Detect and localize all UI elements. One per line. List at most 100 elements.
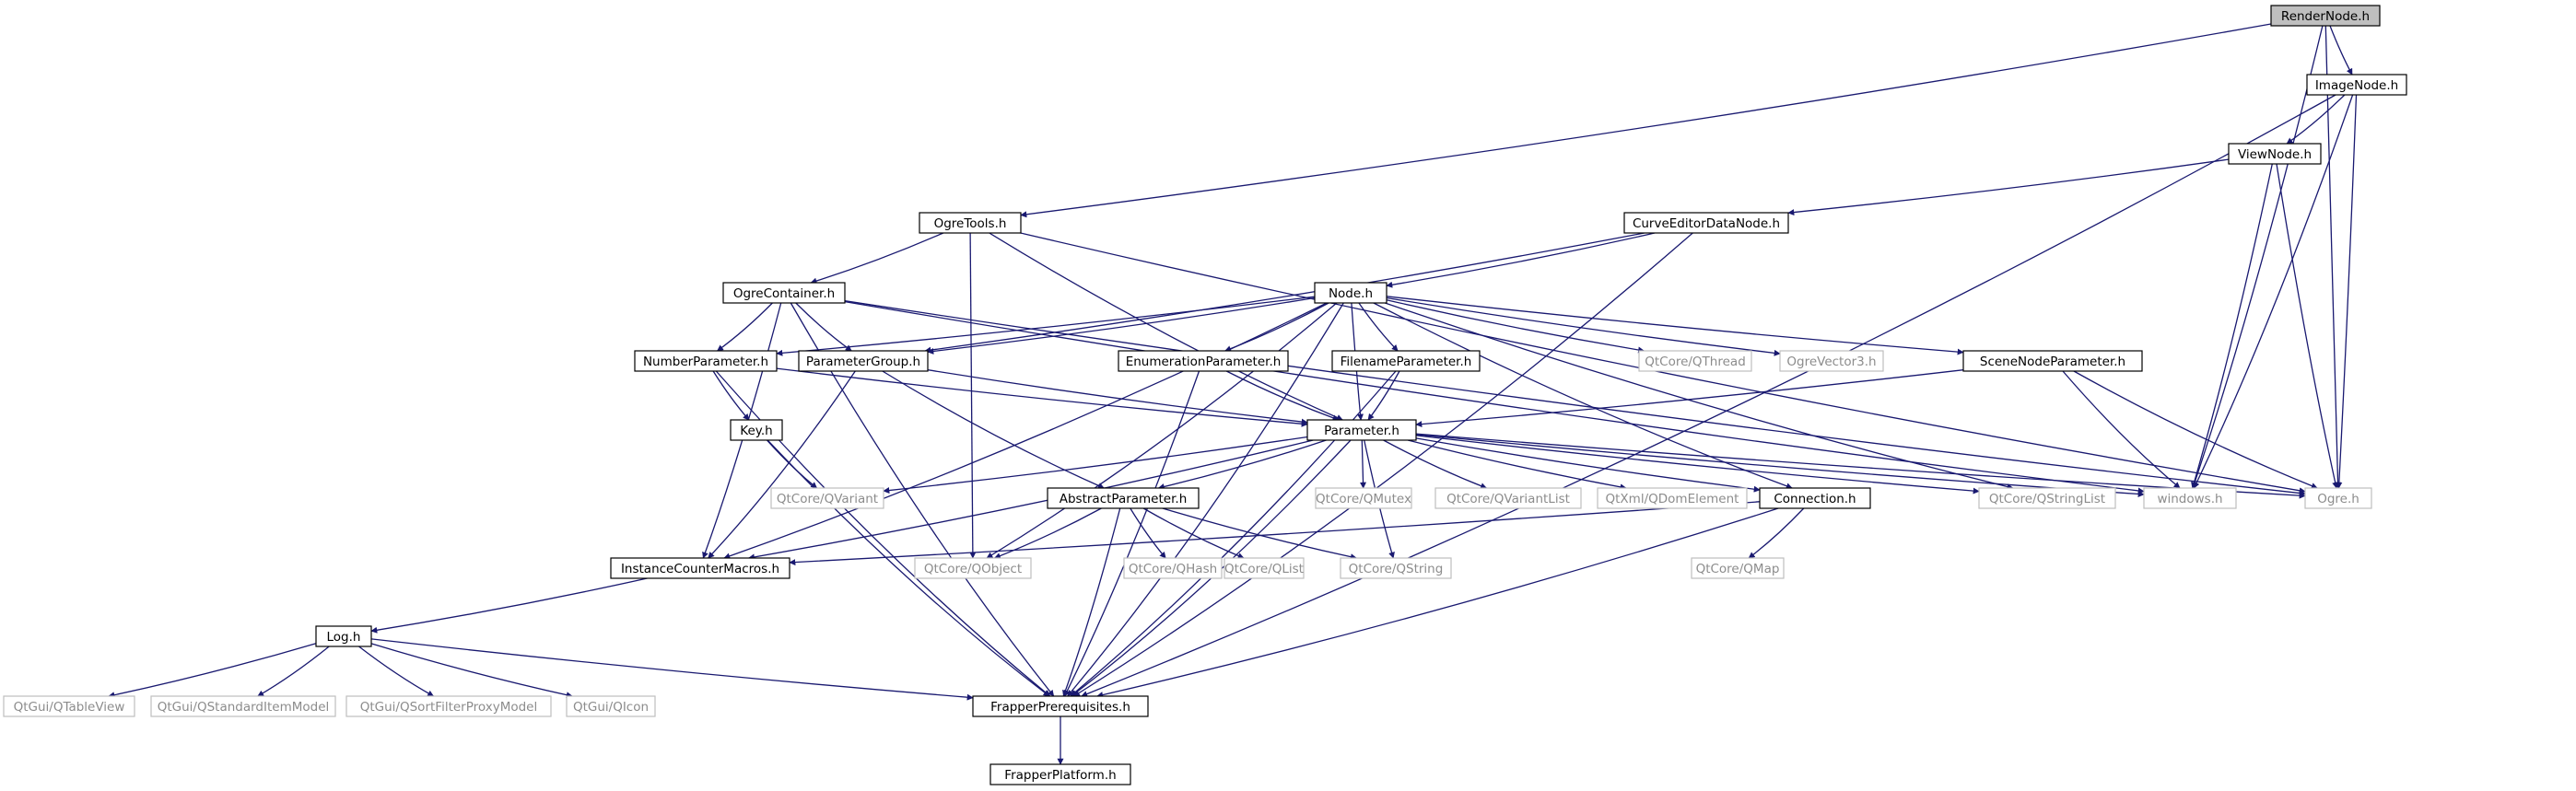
edge-node-to-frapperprerequisites bbox=[1067, 302, 1344, 697]
edge-node-to-ogrevector3 bbox=[1386, 297, 1781, 356]
node-ogrecontainer[interactable]: OgreContainer.h bbox=[722, 282, 846, 304]
node-box bbox=[1047, 487, 1200, 509]
node-ogretools[interactable]: OgreTools.h bbox=[919, 212, 1022, 234]
edge-node-to-instancecountermacros bbox=[723, 302, 1328, 560]
edge-scenenodeparameter-to-parameter bbox=[1415, 369, 1964, 428]
node-box bbox=[1759, 487, 1871, 509]
edge-rendernode-to-windows bbox=[2191, 25, 2324, 489]
node-box bbox=[1314, 282, 1388, 304]
node-frapperplatform[interactable]: FrapperPlatform.h bbox=[989, 763, 1131, 785]
edge-log-to-qsortfilterproxymodel bbox=[358, 646, 435, 697]
edge-scenenodeparameter-to-ogre bbox=[2073, 370, 2318, 489]
edge-ogrecontainer-to-windows bbox=[844, 300, 2145, 494]
edge-parameter-to-abstractparameter bbox=[1157, 439, 1327, 490]
node-imagenode[interactable]: ImageNode.h bbox=[2306, 74, 2407, 96]
edge-node-to-parametergroup bbox=[927, 297, 1316, 355]
edge-connection-to-frapperprerequisites bbox=[1096, 507, 1779, 698]
edge-ogretools-to-qobject bbox=[969, 232, 977, 559]
node-box bbox=[1306, 419, 1417, 441]
edge-instancecountermacros-to-log bbox=[370, 577, 648, 634]
edge-log-to-qtableview bbox=[108, 643, 317, 699]
node-label-qicon: QtGui/QIcon bbox=[573, 700, 649, 715]
node-label-qvariantlist: QtCore/QVariantList bbox=[1446, 492, 1570, 506]
edge-numberparameter-to-parameter bbox=[776, 367, 1308, 427]
edge-ogretools-to-ogrecontainer bbox=[810, 232, 944, 285]
edge-node-to-qobject bbox=[986, 302, 1338, 559]
node-label-qstringlist: QtCore/QStringList bbox=[1989, 492, 2105, 506]
node-label-qhash: QtCore/QHash bbox=[1129, 562, 1217, 576]
node-filenameparameter[interactable]: FilenameParameter.h bbox=[1331, 350, 1481, 372]
edge-ogretools-to-parameter bbox=[989, 232, 1343, 421]
edge-viewnode-to-curveeditordatanode bbox=[1787, 158, 2230, 216]
node-label-key: Key.h bbox=[740, 424, 772, 438]
edge-parameter-to-qmutex bbox=[1359, 439, 1366, 489]
edge-enumerationparameter-to-parameter bbox=[1225, 370, 1340, 422]
node-label-ogre: Ogre.h bbox=[2317, 492, 2359, 506]
node-connection[interactable]: Connection.h bbox=[1759, 487, 1871, 509]
nodes-layer: RenderNode.hImageNode.hViewNode.hOgreToo… bbox=[3, 5, 2407, 785]
edge-curveeditordatanode-to-parametergroup bbox=[924, 232, 1645, 354]
node-qicon: QtGui/QIcon bbox=[566, 695, 656, 717]
edge-rendernode-to-imagenode bbox=[2329, 25, 2353, 76]
node-label-filenameparameter: FilenameParameter.h bbox=[1341, 355, 1472, 369]
node-label-parameter: Parameter.h bbox=[1324, 424, 1399, 438]
node-label-scenenodeparameter: SceneNodeParameter.h bbox=[1980, 355, 2125, 369]
node-log[interactable]: Log.h bbox=[315, 625, 372, 647]
node-node[interactable]: Node.h bbox=[1314, 282, 1388, 304]
edge-node-to-filenameparameter bbox=[1358, 302, 1399, 352]
node-numberparameter[interactable]: NumberParameter.h bbox=[634, 350, 778, 372]
edge-parameter-to-qvariant bbox=[883, 436, 1308, 494]
edge-abstractparameter-to-qlist bbox=[1142, 507, 1245, 559]
node-box bbox=[2306, 74, 2407, 96]
node-scenenodeparameter[interactable]: SceneNodeParameter.h bbox=[1962, 350, 2143, 372]
node-box bbox=[1315, 487, 1412, 509]
edge-numberparameter-to-key bbox=[712, 370, 750, 421]
node-qstandarditemmodel: QtGui/QStandardItemModel bbox=[150, 695, 336, 717]
node-label-ogrevector3: OgreVector3.h bbox=[1786, 355, 1876, 369]
node-parameter[interactable]: Parameter.h bbox=[1306, 419, 1417, 441]
node-box bbox=[989, 763, 1131, 785]
edge-curveeditordatanode-to-node bbox=[1386, 232, 1656, 288]
node-viewnode[interactable]: ViewNode.h bbox=[2228, 143, 2322, 165]
node-parametergroup[interactable]: ParameterGroup.h bbox=[798, 350, 929, 372]
node-abstractparameter[interactable]: AbstractParameter.h bbox=[1047, 487, 1200, 509]
node-label-qdomelement: QtXml/QDomElement bbox=[1606, 492, 1739, 506]
node-box bbox=[798, 350, 929, 372]
node-box bbox=[1340, 557, 1452, 579]
node-label-parametergroup: ParameterGroup.h bbox=[806, 355, 920, 369]
node-qobject: QtCore/QObject bbox=[914, 557, 1032, 579]
node-label-ogretools: OgreTools.h bbox=[934, 216, 1007, 231]
node-label-ogrecontainer: OgreContainer.h bbox=[733, 286, 835, 301]
edge-parametergroup-to-parameter bbox=[927, 369, 1308, 425]
node-box bbox=[722, 282, 846, 304]
node-box bbox=[1962, 350, 2143, 372]
edge-abstractparameter-to-frapperprerequisites bbox=[1062, 507, 1121, 697]
node-box bbox=[634, 350, 778, 372]
node-box bbox=[914, 557, 1032, 579]
node-label-qmap: QtCore/QMap bbox=[1696, 562, 1780, 576]
node-box bbox=[2270, 5, 2381, 27]
node-ogrevector3: OgreVector3.h bbox=[1779, 350, 1884, 372]
node-box bbox=[1123, 557, 1223, 579]
node-box bbox=[1118, 350, 1289, 372]
edge-imagenode-to-viewnode bbox=[2286, 94, 2346, 145]
edge-log-to-qicon bbox=[370, 643, 573, 699]
node-qstring: QtCore/QString bbox=[1340, 557, 1452, 579]
edge-parameter-to-qvariantlist bbox=[1383, 439, 1488, 489]
edge-parameter-to-ogre bbox=[1415, 433, 2306, 499]
node-box bbox=[1779, 350, 1884, 372]
node-instancecountermacros[interactable]: InstanceCounterMacros.h bbox=[610, 557, 790, 579]
node-box bbox=[345, 695, 552, 717]
edge-viewnode-to-windows bbox=[2191, 163, 2273, 489]
node-rendernode[interactable]: RenderNode.h bbox=[2270, 5, 2381, 27]
edge-ogrecontainer-to-instancecountermacros bbox=[702, 302, 782, 559]
node-key[interactable]: Key.h bbox=[730, 419, 783, 441]
node-enumerationparameter[interactable]: EnumerationParameter.h bbox=[1118, 350, 1289, 372]
node-label-node: Node.h bbox=[1329, 286, 1373, 301]
node-label-rendernode: RenderNode.h bbox=[2281, 9, 2370, 24]
node-qvariantlist: QtCore/QVariantList bbox=[1434, 487, 1582, 509]
node-frapperprerequisites[interactable]: FrapperPrerequisites.h bbox=[972, 695, 1149, 717]
node-curveeditordatanode[interactable]: CurveEditorDataNode.h bbox=[1623, 212, 1789, 234]
node-qmap: QtCore/QMap bbox=[1691, 557, 1785, 579]
